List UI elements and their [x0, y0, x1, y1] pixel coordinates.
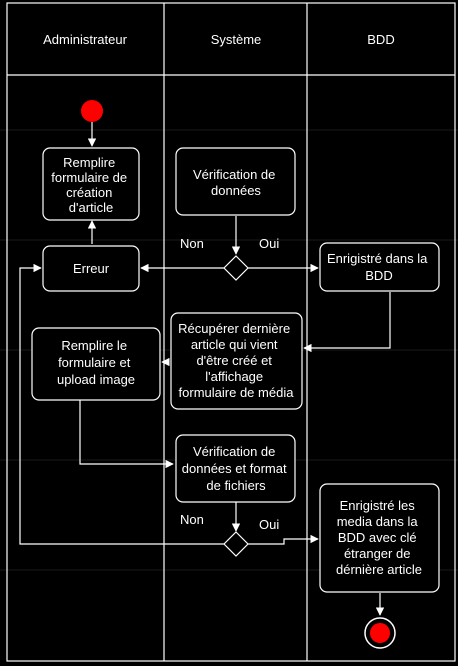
lane-header-systeme: Système: [211, 32, 262, 47]
label-line: formulaire de média: [179, 385, 295, 400]
edge-saved-db-to-fetch: [303, 292, 391, 353]
label-fill-form: Remplire formulaire de création d'articl…: [51, 155, 131, 215]
connectors: [19, 122, 391, 616]
edge-decision2-to-error: [19, 263, 224, 545]
label-line: BDD: [365, 268, 392, 283]
final-node: [364, 617, 396, 649]
action-error: [42, 245, 140, 292]
label-line: de fichiers: [206, 478, 266, 493]
label-line: données et format: [182, 461, 287, 476]
edge-decision2-to-save-media: [248, 534, 319, 545]
action-verify-data: [175, 147, 296, 216]
label-fill-upload: Remplire le formulaire et upload image: [57, 338, 135, 387]
action-fill-form: [42, 147, 140, 221]
label-line: article qui vient: [191, 337, 278, 352]
label-line: Vérification de: [193, 167, 275, 182]
swimlane-frame: [6, 2, 456, 662]
label-error: Erreur: [73, 261, 110, 276]
label-line: upload image: [57, 372, 135, 387]
label-line: Enrigistré dans la: [327, 251, 428, 266]
label-line: données: [211, 183, 261, 198]
label-verify-files: Vérification de données et format de fic…: [182, 444, 290, 493]
label-saved-db: Enrigistré dans la BDD: [327, 251, 431, 283]
label-line: Récupérer dernière: [178, 321, 290, 336]
label-line: media dans la: [337, 514, 419, 529]
lane-header-bdd: BDD: [367, 32, 394, 47]
label-line: Erreur: [73, 261, 110, 276]
guard-no-1: Non: [180, 236, 204, 251]
action-saved-db: [319, 242, 440, 292]
guard-no-2: Non: [180, 512, 204, 527]
label-fetch-article: Récupérer dernière article qui vient d'ê…: [178, 321, 294, 400]
action-fill-upload: [31, 327, 161, 401]
label-verify-data: Vérification de données: [193, 167, 279, 198]
label-line: BDD avec clé: [338, 530, 417, 545]
decision-node-file-check: [223, 531, 249, 557]
action-fetch-article: [170, 312, 303, 410]
label-line: Remplire: [63, 155, 115, 170]
label-line: d'article: [69, 200, 113, 215]
label-line: Vérification de: [193, 444, 275, 459]
label-line: d'être créé et: [196, 353, 272, 368]
decision-node-data-check: [223, 255, 249, 281]
label-save-media: Enrigistré les media dans la BDD avec cl…: [336, 498, 422, 577]
edge-fill-upload-to-verify-files: [79, 400, 174, 469]
label-line: dérnière article: [336, 562, 422, 577]
label-line: étranger de: [344, 546, 411, 561]
action-save-media: [319, 483, 440, 593]
label-line: Enrigistré les: [340, 498, 416, 513]
initial-node: [81, 100, 103, 122]
action-verify-files: [175, 434, 296, 503]
label-line: Remplire le: [61, 338, 127, 353]
label-line: formulaire et: [58, 355, 131, 370]
lane-header-administrateur: Administrateur: [43, 32, 127, 47]
guard-yes-2: Oui: [259, 517, 279, 532]
guard-yes-1: Oui: [259, 236, 279, 251]
label-line: création: [66, 185, 112, 200]
label-line: formulaire de: [51, 170, 127, 185]
label-line: l'affichage: [205, 369, 263, 384]
